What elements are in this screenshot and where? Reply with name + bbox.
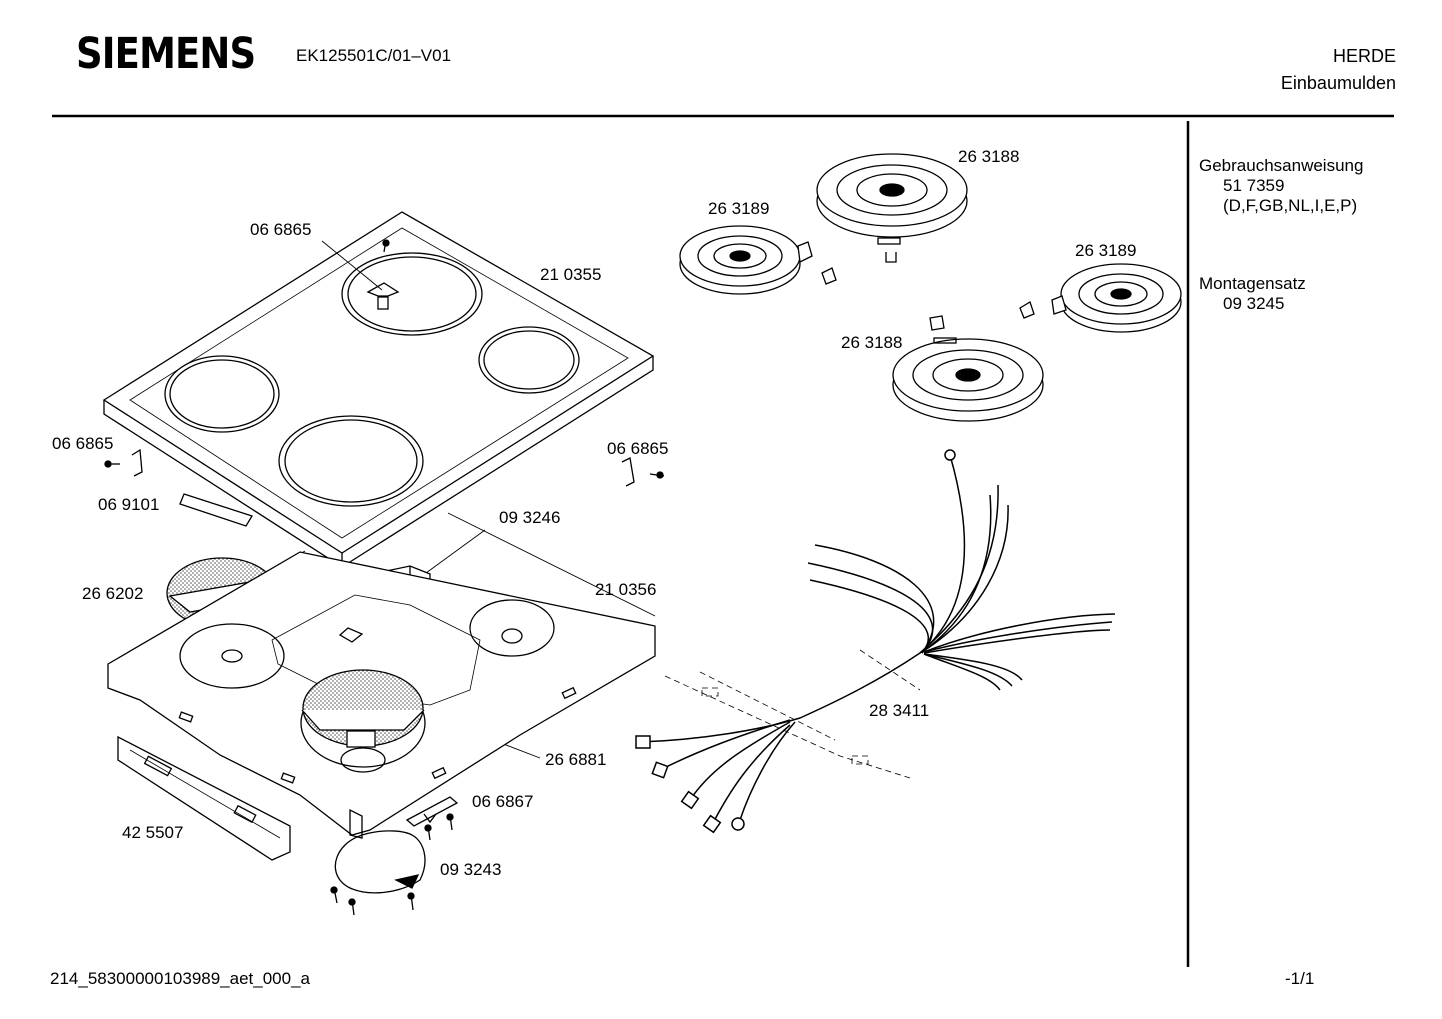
part-label: 26 3188 [958,147,1020,166]
heat-shield-large [300,669,426,773]
cover-plate [330,808,426,916]
part-label: 21 0355 [540,265,602,284]
clip-left [104,448,143,477]
harness-dashed-guide [664,649,921,779]
front-panel [117,735,291,861]
part-label: 06 6865 [607,439,669,458]
hotplate-263188-bottom [892,315,1044,422]
part-label: 21 0356 [595,580,657,599]
hotplate-263189-right [1019,263,1182,333]
clip-right [621,457,665,487]
part-label: 28 3411 [869,701,930,720]
model-number: EK125501C/01–V01 [296,46,452,65]
sidebar-doc-manual: Gebrauchsanweisung 51 7359 (D,F,GB,NL,I,… [1199,156,1363,216]
clamp-066867 [405,796,459,841]
doc-title: Gebrauchsanweisung [1199,156,1364,175]
subcategory-title: Einbaumulden [1280,73,1396,93]
sidebar-doc-mounting: Montagensatz 09 3245 [1199,274,1306,314]
clip-top [366,239,400,310]
hotplate-263188-top [816,153,968,263]
brand-logo: SIEMENS [76,29,256,79]
page-number: -1/1 [1285,969,1315,988]
part-label: 09 3243 [440,860,502,879]
part-label: 42 5507 [122,823,184,842]
hotplate-263189-left [679,225,837,295]
part-label: 26 3189 [708,199,770,218]
category-title: HERDE [1332,46,1396,66]
part-label: 06 9101 [98,495,160,514]
document-code: 214_58300000103989_aet_000_a [50,969,310,988]
part-label: 26 3189 [1075,241,1137,260]
part-label: 09 3246 [499,508,561,527]
part-label: 26 6881 [545,750,607,769]
part-label: 06 6865 [250,220,312,239]
hob-top-plate [102,211,655,569]
doc-title: Montagensatz [1199,274,1306,293]
doc-languages: (D,F,GB,NL,I,E,P) [1223,196,1358,215]
doc-number: 09 3245 [1223,294,1285,313]
seal-strip [179,493,253,527]
doc-number: 51 7359 [1223,176,1285,195]
wiring-harness [635,449,1116,834]
part-label: 26 3188 [841,333,903,352]
part-label: 06 6867 [472,792,534,811]
part-label: 06 6865 [52,434,114,453]
part-label: 26 6202 [82,584,144,603]
